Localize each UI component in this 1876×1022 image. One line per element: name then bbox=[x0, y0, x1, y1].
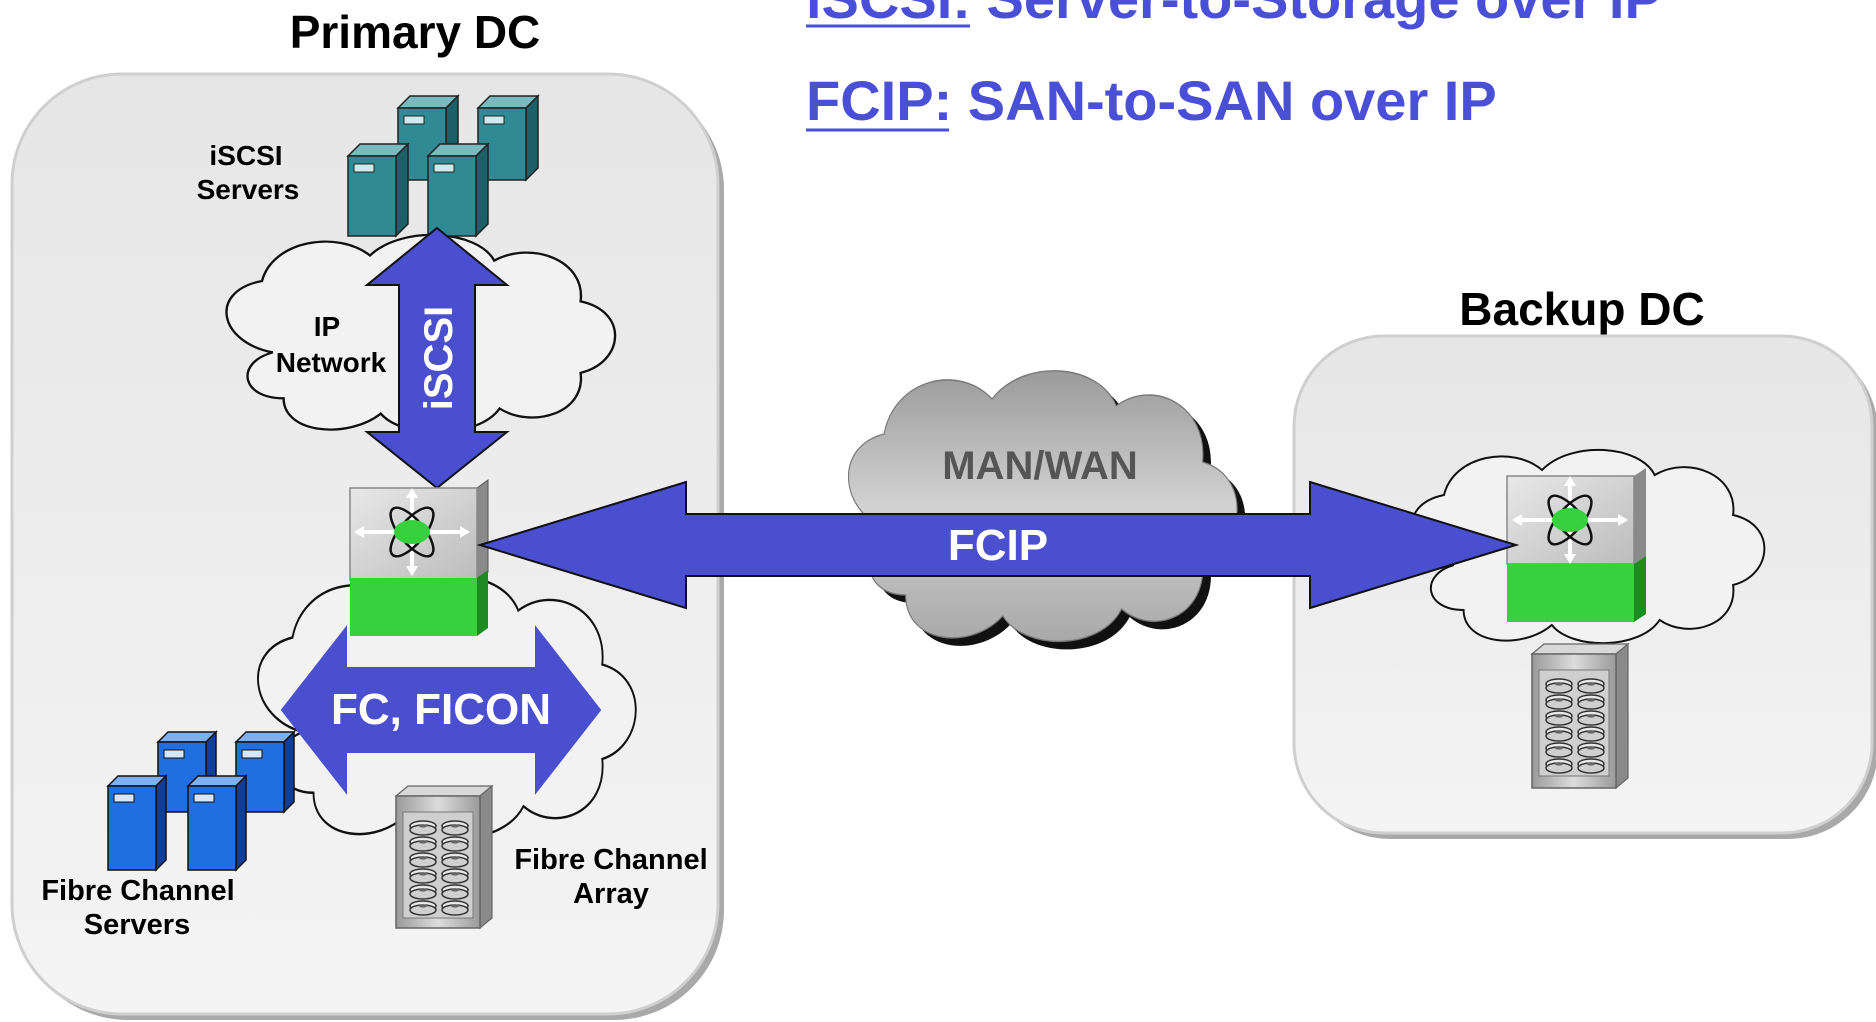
backup-array-icon bbox=[1530, 642, 1630, 790]
iscsi-servers-label-line1: iSCSI bbox=[209, 140, 282, 171]
headline-line2: FCIP: SAN-to-SAN over IP bbox=[806, 69, 1497, 132]
man-wan-label: MAN/WAN bbox=[942, 444, 1138, 488]
fcip-link-arrow bbox=[476, 480, 1520, 610]
backup-switch-icon bbox=[1506, 468, 1646, 622]
fc-array-label-line2: Array bbox=[573, 878, 649, 910]
headline: iSCSI: Server-to-Storage over IP FCIP: S… bbox=[806, 0, 1662, 132]
fcip-link-label: FCIP bbox=[948, 521, 1048, 570]
headline-line1: iSCSI: Server-to-Storage over IP bbox=[806, 0, 1662, 30]
fc-ficon-arrow-label: FC, FICON bbox=[331, 685, 551, 734]
fc-array-icon bbox=[394, 784, 494, 930]
iscsi-servers-icon bbox=[346, 94, 540, 238]
fc-servers-label-line2: Servers bbox=[84, 909, 190, 941]
iscsi-servers-label-line2: Servers bbox=[197, 174, 300, 205]
fc-ficon-link-arrow bbox=[280, 625, 602, 795]
headline-line2-rest: : SAN-to-SAN over IP bbox=[934, 69, 1497, 132]
man-wan-cloud bbox=[847, 370, 1246, 650]
headline-line2-term: FCIP bbox=[806, 69, 934, 132]
primary-switch-icon bbox=[349, 479, 489, 636]
headline-line1-rest: : Server-to-Storage over IP bbox=[952, 0, 1662, 30]
fc-array-label-line1: Fibre Channel bbox=[514, 844, 707, 876]
iscsi-arrow-label: iSCSI bbox=[417, 306, 461, 410]
ip-network-label-line1: IP bbox=[314, 311, 340, 342]
backup-dc-title: Backup DC bbox=[1459, 283, 1704, 335]
primary-dc-title: Primary DC bbox=[290, 6, 541, 58]
fc-servers-icon bbox=[106, 730, 296, 872]
ip-network-label-line2: Network bbox=[276, 347, 387, 378]
fc-servers-label-line1: Fibre Channel bbox=[41, 875, 234, 907]
